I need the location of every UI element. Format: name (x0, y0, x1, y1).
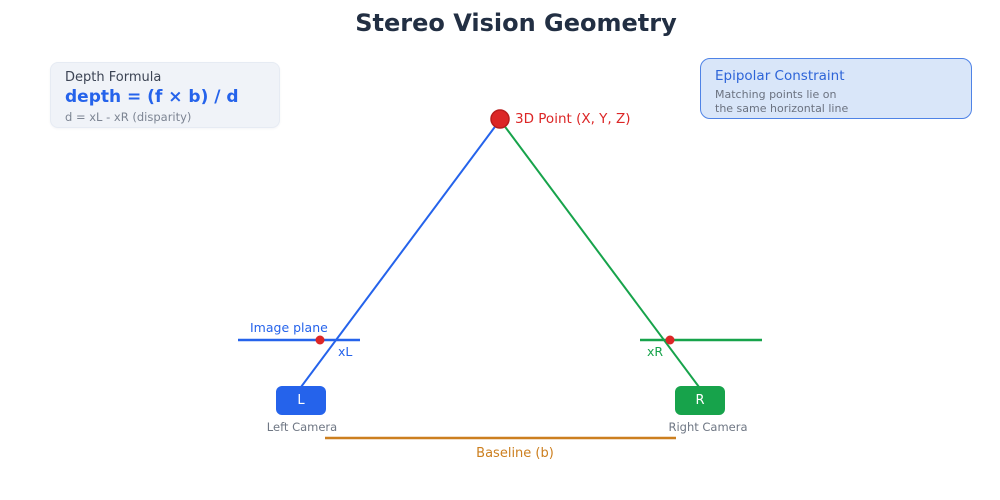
left-camera-letter: L (297, 393, 305, 408)
left-ray-line (300, 119, 501, 388)
xl-label: xL (338, 344, 353, 359)
image-plane-label: Image plane (250, 320, 328, 335)
page-title: Stereo Vision Geometry (355, 9, 677, 37)
epipolar-card-line2: the same horizontal line (715, 102, 849, 115)
epipolar-constraint-card: Epipolar Constraint Matching points lie … (700, 58, 972, 119)
left-camera-caption: Left Camera (266, 420, 338, 434)
left-camera-box: L (276, 386, 326, 415)
baseline-label: Baseline (b) (476, 446, 554, 461)
epipolar-card-title: Epipolar Constraint (715, 68, 845, 84)
right-camera-box: R (675, 386, 725, 415)
point-3d-label: 3D Point (X, Y, Z) (515, 111, 631, 127)
xl-projection-dot (315, 335, 325, 345)
epipolar-card-line1: Matching points lie on (715, 88, 837, 101)
depth-formula-title: Depth Formula (65, 70, 162, 85)
point-3d-dot (490, 109, 510, 129)
xr-label: xR (647, 344, 664, 359)
disparity-note: d = xL - xR (disparity) (65, 110, 192, 124)
right-camera-caption: Right Camera (668, 420, 748, 434)
depth-formula-card: Depth Formula depth = (f × b) / d d = xL… (50, 62, 280, 128)
right-ray-line (499, 119, 700, 388)
xr-projection-dot (665, 335, 675, 345)
depth-formula-equation: depth = (f × b) / d (65, 87, 239, 107)
right-camera-letter: R (695, 393, 705, 408)
